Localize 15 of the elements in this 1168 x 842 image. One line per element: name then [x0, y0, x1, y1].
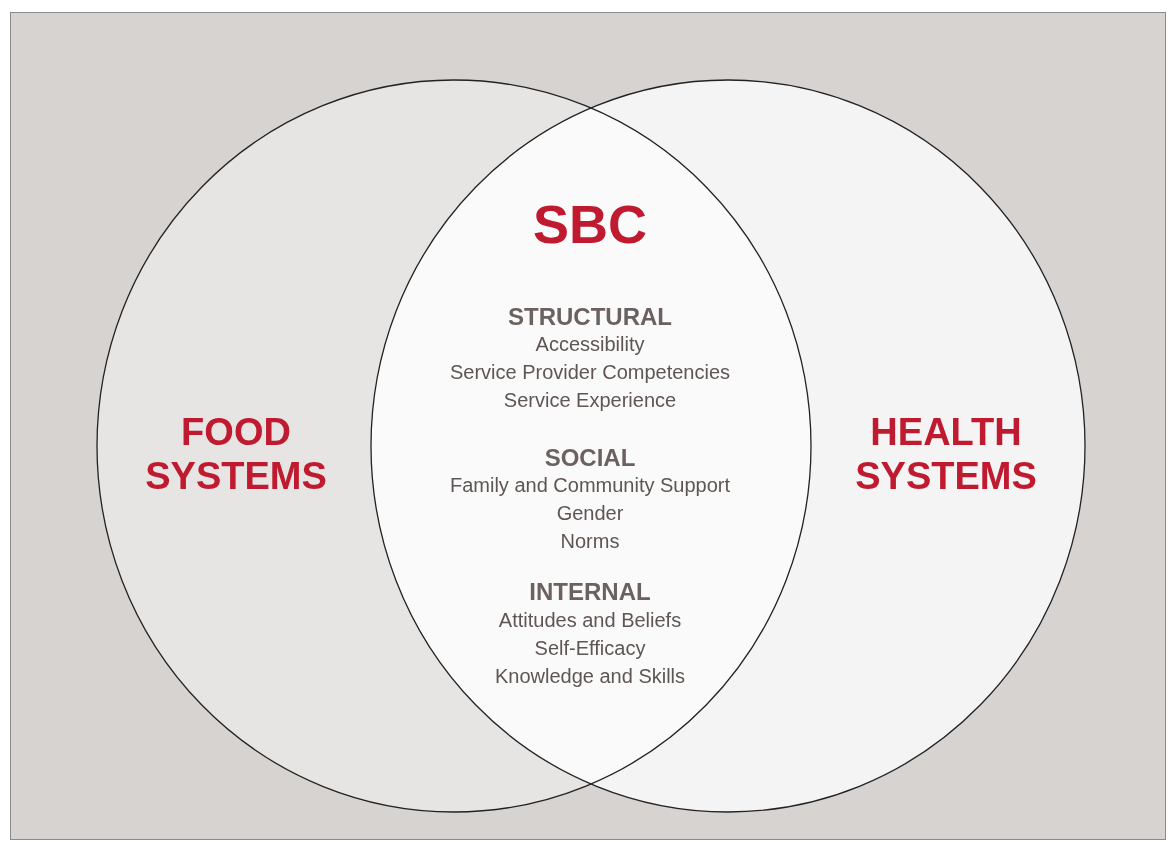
- list-item: Family and Community Support: [449, 473, 731, 497]
- list-item: Attitudes and Beliefs: [498, 608, 682, 632]
- circle-title: FOOD SYSTEMS: [144, 410, 328, 498]
- list-item: Norms: [560, 529, 620, 553]
- list-item: Service Provider Competencies: [449, 360, 731, 384]
- list-item: Self-Efficacy: [534, 636, 646, 660]
- list-item: Knowledge and Skills: [494, 664, 686, 688]
- list-item: Accessibility: [535, 332, 645, 356]
- center-heading: SBC: [533, 193, 647, 255]
- list-item: Gender: [556, 501, 624, 525]
- section-heading: STRUCTURAL: [508, 303, 672, 331]
- section-heading: INTERNAL: [529, 578, 651, 606]
- section-heading: SOCIAL: [544, 444, 636, 472]
- circle-title: HEALTH SYSTEMS: [854, 410, 1038, 498]
- list-item: Service Experience: [503, 388, 677, 412]
